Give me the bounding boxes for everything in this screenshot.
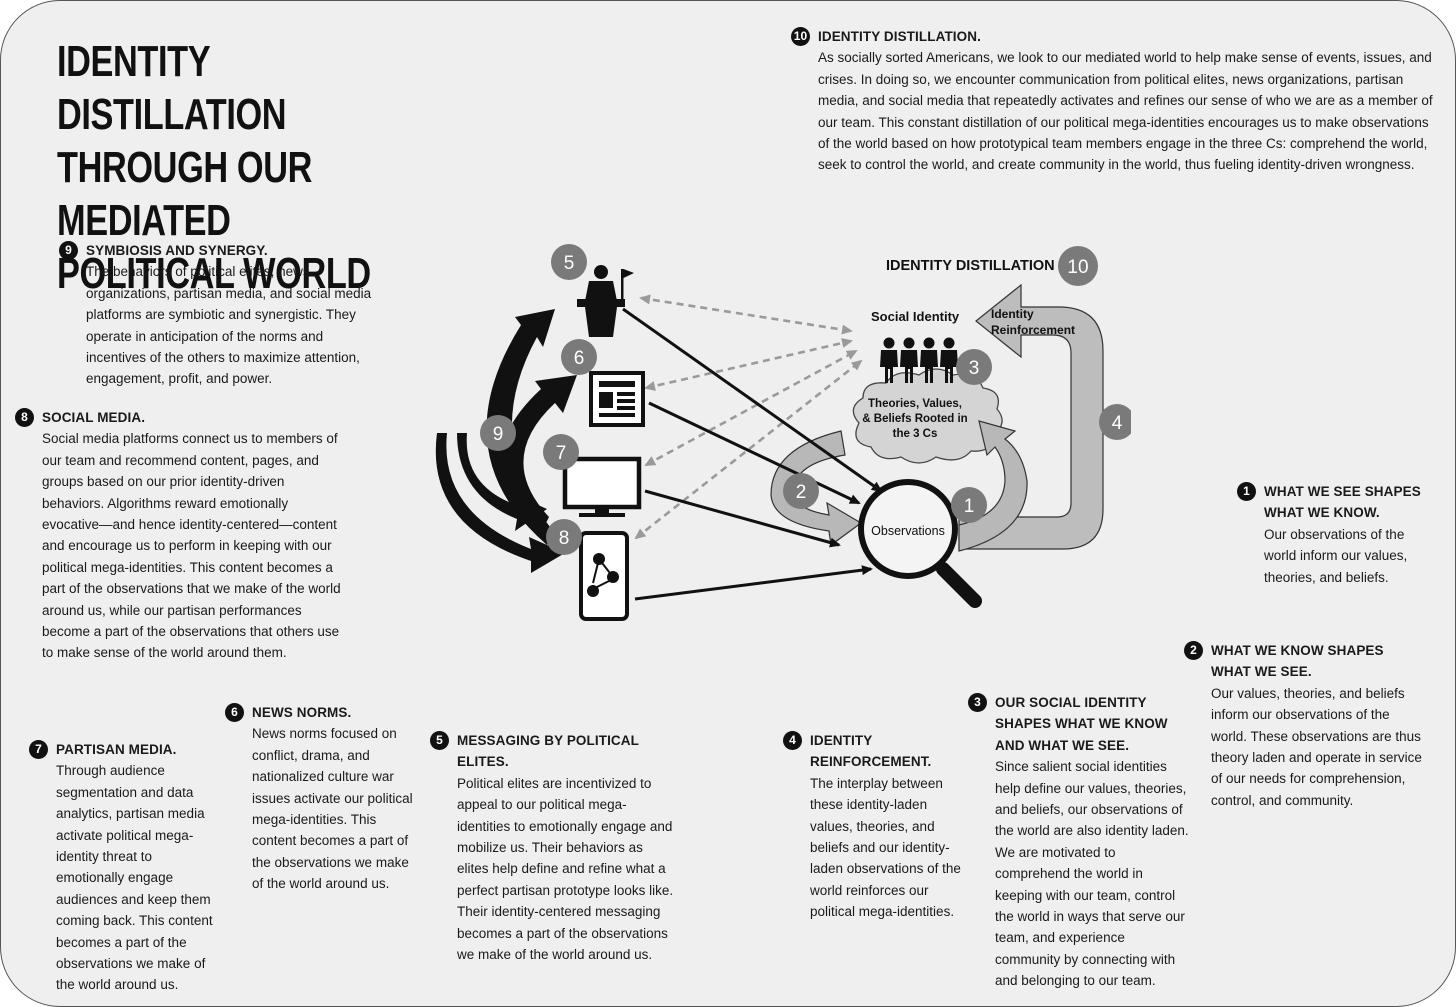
block-social-media: 8 SOCIAL MEDIA. Social media platforms co… [15,407,345,664]
number-badge: 5 [430,731,449,750]
number-badge: 10 [791,27,810,46]
people-group-icon [880,337,958,383]
smartphone-network-icon [579,531,629,621]
badge-5: 5 [551,244,587,280]
block-text: As socially sorted Americans, we look to… [818,50,1433,173]
svg-text:1: 1 [964,496,975,517]
theories-label-2: & Beliefs Rooted in [862,413,967,425]
svg-text:9: 9 [493,424,504,445]
block-what-we-see: 1 WHAT WE SEE SHAPES WHAT WE KNOW. Our ob… [1237,481,1437,588]
block-text: Social media platforms connect us to mem… [42,431,341,661]
newspaper-icon [589,371,645,427]
svg-text:2: 2 [796,482,807,503]
page-title: IDENTITY DISTILLATION THROUGH OUR MEDIAT… [57,37,371,298]
badge-8: 8 [546,519,582,555]
block-heading: SYMBIOSIS AND SYNERGY. [86,243,268,258]
identity-reinforcement-label-2: Reinforcement [991,323,1075,337]
number-badge: 8 [15,408,34,427]
badge-6: 6 [561,339,597,375]
svg-text:10: 10 [1067,257,1088,278]
badge-4: 4 [1099,404,1131,440]
badge-1: 1 [951,487,987,523]
block-social-identity-shapes: 3 OUR SOCIAL IDENTITY SHAPES WHAT WE KNOW… [968,692,1193,992]
number-badge: 6 [225,703,244,722]
number-badge: 3 [968,693,987,712]
block-text: Since salient social identities help def… [995,759,1189,989]
block-political-elites: 5 MESSAGING BY POLITICAL ELITES. Politica… [430,730,675,965]
block-what-we-know: 2 WHAT WE KNOW SHAPES WHAT WE SEE. Our va… [1184,640,1424,811]
number-badge: 7 [29,740,48,759]
block-heading: SOCIAL MEDIA. [42,410,146,425]
badge-7: 7 [543,434,579,470]
block-text: News norms focused on conflict, drama, a… [252,726,413,892]
number-badge: 1 [1237,482,1256,501]
svg-text:4: 4 [1112,413,1123,434]
block-heading: IDENTITY DISTILLATION. [818,29,981,44]
block-heading: WHAT WE KNOW SHAPES WHAT WE SEE. [1211,643,1384,680]
block-text: Our observations of the world inform our… [1264,526,1408,585]
number-badge: 9 [59,241,78,260]
observations-label: Observations [871,524,945,538]
theories-label-3: the 3 Cs [893,428,938,440]
svg-text:5: 5 [564,253,575,274]
number-badge: 4 [783,731,802,750]
block-heading: MESSAGING BY POLITICAL ELITES. [457,733,639,770]
block-heading: OUR SOCIAL IDENTITY SHAPES WHAT WE KNOW … [995,695,1168,753]
block-text: Political elites are incentivized to app… [457,775,674,963]
symbiosis-arrows [435,309,577,573]
block-identity-reinforcement: 4 IDENTITY REINFORCEMENT. The interplay b… [783,730,968,923]
badge-3: 3 [956,349,992,385]
block-text: The behaviors of political elites, news … [86,264,372,387]
block-text: Through audience segmentation and data a… [56,763,213,993]
svg-text:3: 3 [969,358,980,379]
block-heading: PARTISAN MEDIA. [56,742,177,757]
badge-9: 9 [480,415,516,451]
block-heading: WHAT WE SEE SHAPES WHAT WE KNOW. [1264,484,1421,521]
podium-speaker-icon [577,265,634,337]
identity-reinforcement-label-1: Identity [991,307,1034,321]
source-arrows [622,307,883,601]
svg-text:7: 7 [556,443,567,464]
block-heading: NEWS NORMS. [252,705,352,720]
badge-2: 2 [783,473,819,509]
svg-text:6: 6 [574,348,585,369]
block-heading: IDENTITY REINFORCEMENT. [810,733,932,770]
block-partisan-media: 7 PARTISAN MEDIA. Through audience segmen… [29,739,219,996]
svg-text:8: 8 [559,528,570,549]
cycle-arrow-right [958,420,1028,552]
block-symbiosis-synergy: 9 SYMBIOSIS AND SYNERGY. The behaviors of… [59,240,374,390]
badge-10: 10 [1058,246,1098,286]
block-news-norms: 6 NEWS NORMS. News norms focused on confl… [225,702,420,895]
dashed-connectors [634,294,863,540]
theories-label-1: Theories, Values, [868,398,962,410]
identity-distillation-label: IDENTITY DISTILLATION [886,258,1055,274]
number-badge: 2 [1184,641,1203,660]
tv-monitor-icon [562,456,642,517]
block-text: The interplay between these identity-lad… [810,775,961,920]
block-identity-distillation: 10 IDENTITY DISTILLATION. As socially sor… [791,26,1441,176]
social-identity-label: Social Identity [871,309,960,324]
identity-distillation-diagram: Observations IDENTITY DISTILLATION Socia… [435,244,1131,621]
block-text: Our values, theories, and beliefs inform… [1211,685,1422,808]
